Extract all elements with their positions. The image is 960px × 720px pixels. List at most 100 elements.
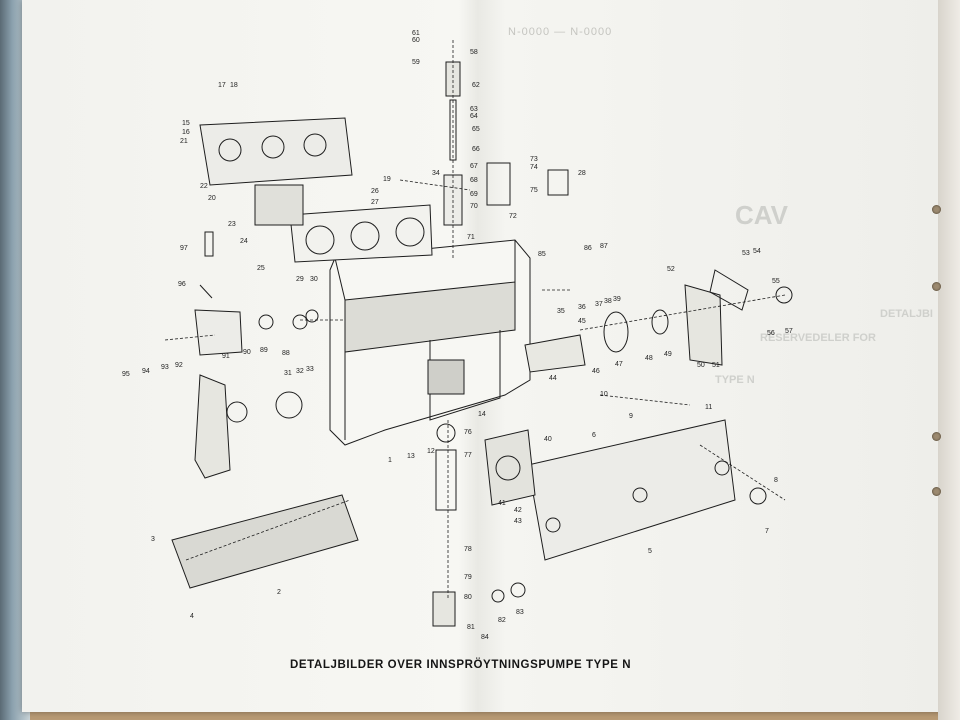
part-label-37: 37 [595,301,603,308]
part-label-20: 20 [208,195,216,202]
part-label-94: 94 [142,368,150,375]
part-label-76: 76 [464,429,472,436]
part-label-93: 93 [161,364,169,371]
part-label-34: 34 [432,170,440,177]
part-label-41: 41 [498,500,506,507]
part-label-55: 55 [772,278,780,285]
side-cover [484,419,736,561]
part-label-58: 58 [470,49,478,56]
part-label-40: 40 [544,436,552,443]
part-label-25: 25 [257,265,265,272]
part-label-78: 78 [464,546,472,553]
part-label-56: 56 [767,330,775,337]
part-label-95: 95 [122,371,130,378]
binder-hole [932,282,941,291]
part-label-74: 74 [530,164,538,171]
base-plate [171,494,359,589]
part-label-15: 15 [182,120,190,127]
part-label-3: 3 [151,536,155,543]
part-label-65: 65 [472,126,480,133]
part-label-14: 14 [478,411,486,418]
part-label-8: 8 [774,477,778,484]
part-label-84: 84 [481,634,489,641]
part-label-32: 32 [296,368,304,375]
part-label-62: 62 [472,82,480,89]
part-label-17: 17 [218,82,226,89]
part-label-6: 6 [592,432,596,439]
part-label-43: 43 [514,518,522,525]
part-label-86: 86 [584,245,592,252]
part-label-39: 39 [613,296,621,303]
part-label-97: 97 [180,245,188,252]
bleed-through-line3: TYPE N [715,374,755,386]
binder-hole [932,432,941,441]
part-label-70: 70 [470,203,478,210]
part-label-59: 59 [412,59,420,66]
part-label-87: 87 [600,243,608,250]
part-label-73: 73 [530,156,538,163]
diagram-caption: DETALJBILDER OVER INNSPRÖYTNINGSPUMPE TY… [290,659,632,671]
part-label-31: 31 [284,370,292,377]
part-label-42: 42 [514,507,522,514]
part-label-67: 67 [470,163,478,170]
plunger-parts [491,487,767,603]
part-label-23: 23 [228,221,236,228]
part-label-83: 83 [516,609,524,616]
part-label-49: 49 [664,351,672,358]
bleed-through-line2: RESERVEDELER FOR [760,332,876,344]
part-label-61: 61 [412,30,420,37]
part-label-13: 13 [407,453,415,460]
part-label-9: 9 [629,413,633,420]
part-label-24: 24 [240,238,248,245]
part-label-92: 92 [175,362,183,369]
bleed-through-brand: CAV [735,200,788,230]
part-label-2: 2 [277,589,281,596]
part-label-22: 22 [200,183,208,190]
part-label-75: 75 [530,187,538,194]
part-label-82: 82 [498,617,506,624]
part-label-21: 21 [180,138,188,145]
part-label-10: 10 [600,391,608,398]
binder-hole [932,205,941,214]
part-label-96: 96 [178,281,186,288]
part-label-81: 81 [467,624,475,631]
part-label-71: 71 [467,234,475,241]
part-label-68: 68 [470,177,478,184]
part-label-66: 66 [472,146,480,153]
part-label-48: 48 [645,355,653,362]
right-side-parts [486,162,793,373]
part-label-63: 63 [470,106,478,113]
part-label-52: 52 [667,266,675,273]
part-label-46: 46 [592,368,600,375]
part-label-47: 47 [615,361,623,368]
part-label-27: 27 [371,199,379,206]
part-label-72: 72 [509,213,517,220]
part-label-50: 50 [697,362,705,369]
part-label-69: 69 [470,191,478,198]
part-label-28: 28 [578,170,586,177]
part-label-85: 85 [538,251,546,258]
part-label-53: 53 [742,250,750,257]
part-label-33: 33 [306,366,314,373]
part-label-77: 77 [464,452,472,459]
part-label-19: 19 [383,176,391,183]
part-label-12: 12 [427,448,435,455]
part-label-80: 80 [464,594,472,601]
part-label-91: 91 [222,353,230,360]
part-label-18: 18 [230,82,238,89]
part-label-4: 4 [190,613,194,620]
binder-hole [932,487,941,496]
page-right-edge [938,0,960,720]
part-label-16: 16 [182,129,190,136]
part-label-90: 90 [243,349,251,356]
top-cover-plate [199,117,433,263]
part-label-89: 89 [260,347,268,354]
page-header-faint: N-0000 — N-0000 [508,26,613,38]
part-label-45: 45 [578,318,586,325]
part-label-64: 64 [470,113,478,120]
part-label-44: 44 [549,375,557,382]
part-label-79: 79 [464,574,472,581]
left-side-parts [194,231,319,479]
part-label-38: 38 [604,298,612,305]
